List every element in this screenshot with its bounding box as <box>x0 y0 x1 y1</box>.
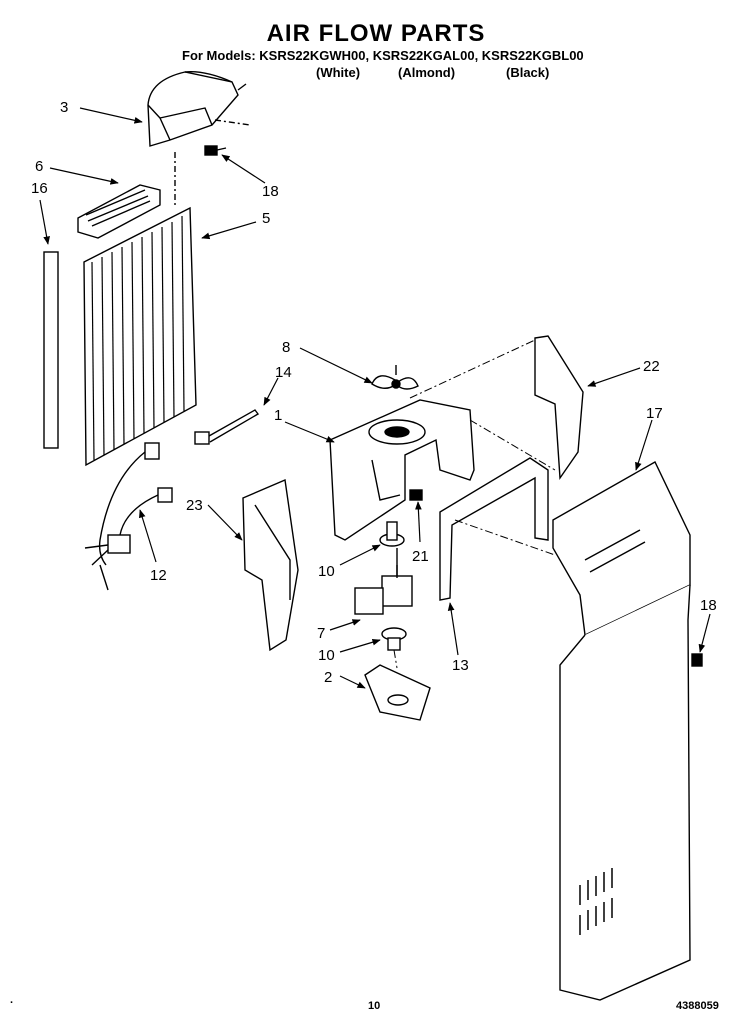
part-14-heater <box>194 409 260 445</box>
model-list: For Models: KSRS22KGWH00, KSRS22KGAL00, … <box>182 48 584 63</box>
callout-12: 12 <box>150 567 167 584</box>
callout-labels: 3 6 16 18 5 8 14 1 22 17 23 12 10 21 7 1… <box>31 99 717 686</box>
assembly-lines <box>393 339 556 669</box>
part-12-wiring-harness <box>84 442 173 591</box>
callout-8: 8 <box>282 339 290 356</box>
callout-22: 22 <box>643 358 660 375</box>
part-8-fan-blade <box>371 365 419 390</box>
part-13-duct-channel <box>439 457 549 601</box>
part-18-screw-right <box>691 653 703 667</box>
callout-17: 17 <box>646 405 663 422</box>
callout-10-upper: 10 <box>318 563 335 580</box>
part-7-fan-motor <box>354 565 413 615</box>
callout-13: 13 <box>452 657 469 674</box>
part-23-side-panel <box>242 478 299 652</box>
part-16-seal-strip <box>43 251 59 449</box>
part-18-screw-top <box>204 145 227 156</box>
callout-6: 6 <box>35 158 43 175</box>
callout-23: 23 <box>186 497 203 514</box>
document-number: 4388059 <box>676 1000 719 1012</box>
part-2-motor-bracket <box>364 664 431 721</box>
part-22-baffle <box>534 335 584 481</box>
callout-7: 7 <box>317 625 325 642</box>
part-10-grommet-upper <box>379 521 405 578</box>
callout-21: 21 <box>412 548 429 565</box>
color-white: (White) <box>316 65 361 80</box>
part-21-screw <box>409 489 423 501</box>
color-black: (Black) <box>506 65 550 80</box>
callout-18-top: 18 <box>262 183 279 200</box>
color-almond: (Almond) <box>398 65 456 80</box>
callout-10-lower: 10 <box>318 647 335 664</box>
callout-1: 1 <box>274 407 282 424</box>
callout-14: 14 <box>275 364 292 381</box>
page-title: AIR FLOW PARTS <box>266 20 486 47</box>
part-3-air-duct <box>147 71 247 147</box>
callout-2: 2 <box>324 669 332 686</box>
part-1-fan-shroud <box>329 399 475 541</box>
callout-18-right: 18 <box>700 597 717 614</box>
callout-3: 3 <box>60 99 68 116</box>
part-17-rear-duct-cover <box>552 461 691 1001</box>
callout-5: 5 <box>262 210 270 227</box>
corner-mark: . <box>10 994 14 1006</box>
part-10-grommet-lower <box>381 627 407 651</box>
page-number: 10 <box>368 1000 381 1012</box>
callout-16: 16 <box>31 180 48 197</box>
part-6-grille <box>77 184 161 239</box>
leader-arrows <box>39 107 711 689</box>
part-5-evaporator-cover <box>83 206 197 467</box>
